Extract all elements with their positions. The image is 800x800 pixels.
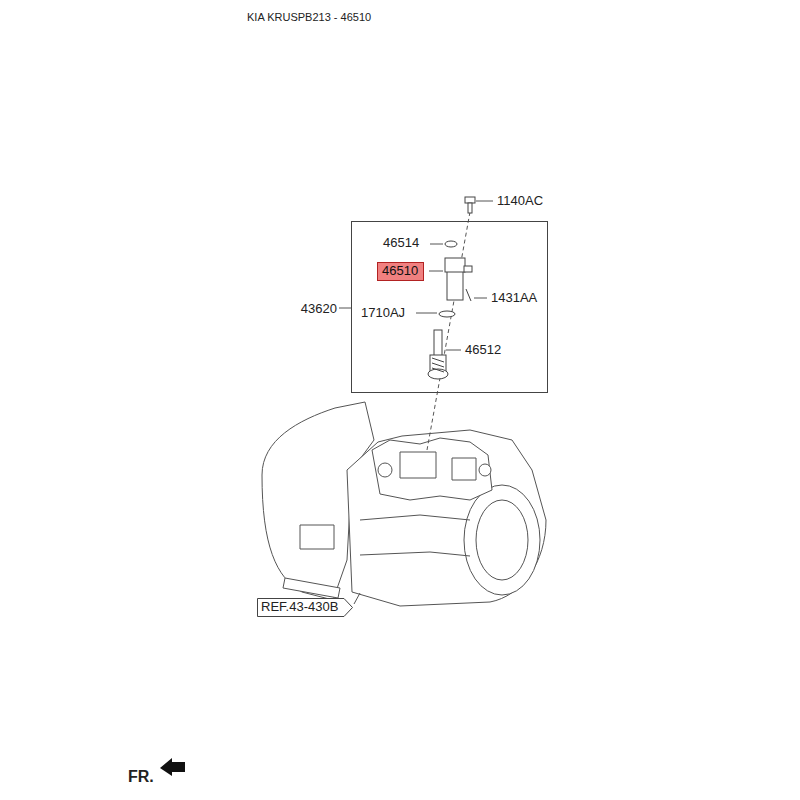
- o-ring: [439, 311, 455, 317]
- leader-line: [476, 201, 493, 202]
- leader-line: [354, 593, 360, 604]
- leader-line: [430, 244, 443, 245]
- callout-number: 46512: [465, 343, 501, 358]
- shift-tower: [400, 452, 436, 478]
- gearbox-case: [347, 430, 546, 606]
- pin: [466, 289, 471, 301]
- part-number-box: 46510: [377, 262, 424, 281]
- title: KIA KRUSPB213 - 46510: [247, 11, 371, 24]
- leader-line: [429, 271, 443, 272]
- tag-shape: [258, 599, 353, 617]
- center-line: [427, 212, 470, 450]
- sensor-body: [447, 270, 463, 300]
- boss: [378, 463, 392, 477]
- shift-mechanism: [372, 438, 492, 500]
- callout-number: 1140AC: [497, 194, 543, 209]
- washer: [445, 241, 457, 247]
- gear-thread: [432, 358, 444, 372]
- sensor-tab: [464, 266, 472, 272]
- pipe: [283, 578, 340, 598]
- sensor-head: [445, 258, 465, 272]
- part-number: 46510: [382, 264, 419, 279]
- callout-number: 1431AA: [491, 291, 537, 306]
- gear-shaft: [434, 330, 442, 356]
- shift-lever: [452, 458, 476, 480]
- plate: [300, 525, 334, 549]
- front-arrow: [160, 758, 185, 776]
- callout-number: 1710AJ: [361, 306, 405, 321]
- direction-label: FR.: [128, 768, 154, 786]
- leader-line: [339, 308, 351, 309]
- case-rib: [360, 515, 470, 556]
- end-cover-ring: [476, 500, 528, 580]
- reference-tag: REF.43-430B: [257, 598, 353, 617]
- part-number: REF.43-430B: [261, 600, 339, 615]
- end-cover: [464, 485, 540, 595]
- callout-number: 46514: [383, 236, 419, 251]
- leader-line: [474, 298, 487, 299]
- callout-number: 43620: [301, 302, 337, 317]
- boss: [479, 464, 491, 476]
- leader-line: [446, 350, 461, 351]
- bolt-head: [465, 197, 475, 203]
- leader-line: [416, 313, 437, 314]
- bolt-shank: [468, 203, 472, 213]
